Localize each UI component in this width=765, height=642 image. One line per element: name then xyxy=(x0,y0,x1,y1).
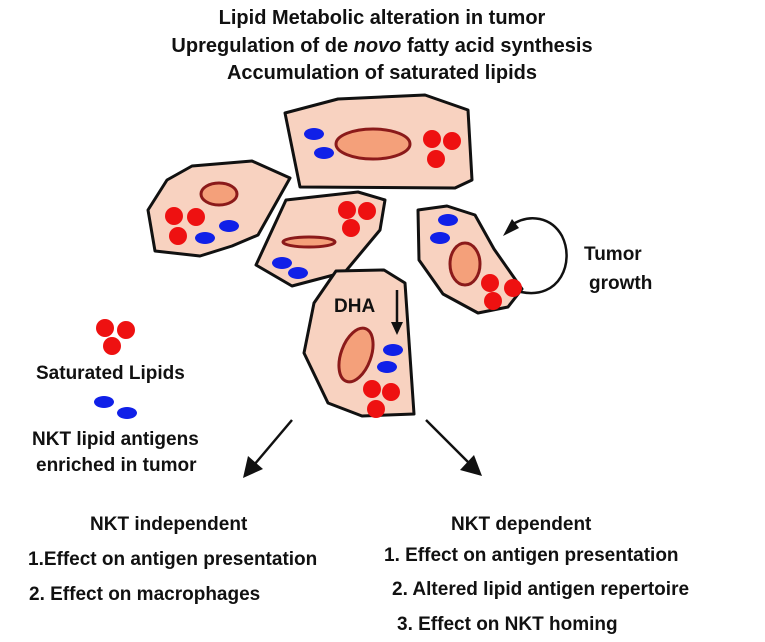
nkt-lipid-antigen xyxy=(304,128,324,140)
nkt-lipid-antigen xyxy=(272,257,292,269)
nkt-antigen-legend-dot xyxy=(117,407,137,419)
nkt-dependent-item-2: 2. Altered lipid antigen repertoire xyxy=(392,579,689,600)
saturated-lipid xyxy=(363,380,381,398)
nkt-dependent-item-1: 1. Effect on antigen presentation xyxy=(384,545,679,566)
saturated-lipid-legend-dot xyxy=(96,319,114,337)
growth-arrow-head xyxy=(503,219,519,236)
cell-nucleus xyxy=(199,181,239,207)
saturated-lipid xyxy=(427,150,445,168)
nkt-lipid-antigen xyxy=(288,267,308,279)
title-line-2-suffix: fatty acid synthesis xyxy=(401,35,592,57)
tumor-cell-middle xyxy=(254,190,387,288)
saturated-lipid xyxy=(443,132,461,150)
saturated-lipid xyxy=(338,201,356,219)
nkt-lipid-antigen xyxy=(314,147,334,159)
nkt-lipid-antigen xyxy=(377,361,397,373)
nkt-dependent-heading: NKT dependent xyxy=(451,514,592,535)
saturated-lipid xyxy=(484,292,502,310)
tumor-cell-bottom xyxy=(302,268,416,418)
saturated-lipid xyxy=(481,274,499,292)
tumor-cell-left xyxy=(146,159,292,258)
saturated-lipid xyxy=(342,219,360,237)
nkt-independent-item-1: 1.Effect on antigen presentation xyxy=(28,549,317,570)
saturated-lipid xyxy=(382,383,400,401)
title-line-3: Accumulation of saturated lipids xyxy=(227,62,537,84)
nkt-independent-item-2: 2. Effect on macrophages xyxy=(29,584,260,605)
nkt-antigen-legend-dot xyxy=(94,396,114,408)
legend-nkt-antigens: NKT lipid antigens enriched in tumor xyxy=(32,396,199,476)
title-line-2-prefix: Upregulation of de xyxy=(171,35,353,57)
tumor-cell-right xyxy=(416,204,524,315)
legend-nkt-label-line-2: enriched in tumor xyxy=(36,455,197,476)
saturated-lipid xyxy=(504,279,522,297)
saturated-lipid xyxy=(367,400,385,418)
saturated-lipid xyxy=(187,208,205,226)
saturated-lipid xyxy=(165,207,183,225)
legend-saturated-lipids: Saturated Lipids xyxy=(36,319,185,384)
arrow-head-independent xyxy=(243,456,263,478)
growth-label-line-1: Tumor xyxy=(584,244,642,265)
nkt-independent-heading: NKT independent xyxy=(90,514,248,535)
cell-nucleus xyxy=(448,241,482,287)
arrow-head-dependent xyxy=(460,455,482,476)
title-line-2-italic: novo xyxy=(354,35,402,57)
dha-arrow-head xyxy=(391,322,403,335)
nkt-lipid-antigen xyxy=(430,232,450,244)
tumor-cell-top xyxy=(283,93,474,190)
nkt-dependent-item-3: 3. Effect on NKT homing xyxy=(397,614,618,635)
title-line-1: Lipid Metabolic alteration in tumor xyxy=(219,7,546,29)
legend-saturated-label: Saturated Lipids xyxy=(36,363,185,384)
nkt-lipid-antigen xyxy=(219,220,239,232)
arrow-to-nkt-dependent xyxy=(425,419,469,463)
nkt-lipid-antigen xyxy=(383,344,403,356)
legend-nkt-label-line-1: NKT lipid antigens xyxy=(32,429,199,450)
title-line-2: Upregulation of de novo fatty acid synth… xyxy=(171,35,592,57)
saturated-lipid xyxy=(169,227,187,245)
growth-label-line-2: growth xyxy=(589,273,652,294)
nkt-lipid-antigen xyxy=(195,232,215,244)
saturated-lipid-legend-dot xyxy=(103,337,121,355)
cell-nucleus xyxy=(334,127,412,161)
saturated-lipid xyxy=(358,202,376,220)
dha-label: DHA xyxy=(334,296,375,317)
saturated-lipid-legend-dot xyxy=(117,321,135,339)
cell-nucleus xyxy=(281,235,337,249)
arrow-to-nkt-independent xyxy=(253,419,293,466)
saturated-lipid xyxy=(423,130,441,148)
nkt-lipid-antigen xyxy=(438,214,458,226)
cell-nucleus xyxy=(337,326,375,384)
growth-cycle-arrow xyxy=(509,217,568,295)
